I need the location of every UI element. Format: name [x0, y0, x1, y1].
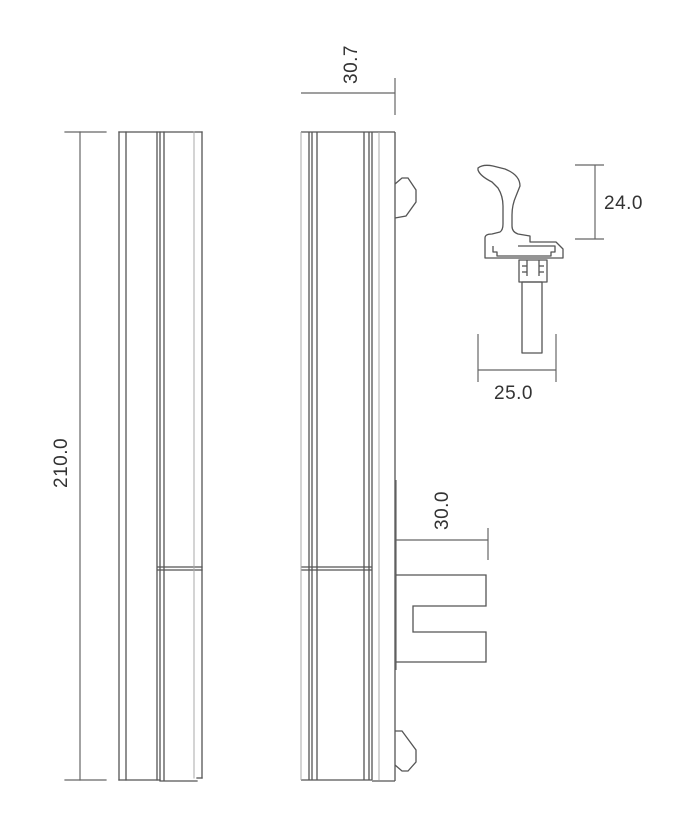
- dimension-clip-height: [575, 164, 604, 240]
- label-clip-height: 24.0: [604, 193, 643, 214]
- dimension-overall-length: [64, 131, 107, 781]
- label-profile-width: 30.7: [341, 45, 362, 84]
- clip-top: [394, 177, 417, 219]
- label-clip-width: 25.0: [494, 383, 533, 404]
- bracket-detail: [395, 480, 489, 670]
- dimension-profile-width: [301, 78, 396, 115]
- front-view: [64, 131, 203, 782]
- side-view: [300, 78, 417, 782]
- dimension-clip-width: [477, 334, 557, 382]
- clip-bottom: [394, 730, 417, 772]
- label-bracket-width: 30.0: [432, 491, 453, 530]
- clip-section: [477, 164, 564, 354]
- label-overall-length: 210.0: [51, 438, 72, 488]
